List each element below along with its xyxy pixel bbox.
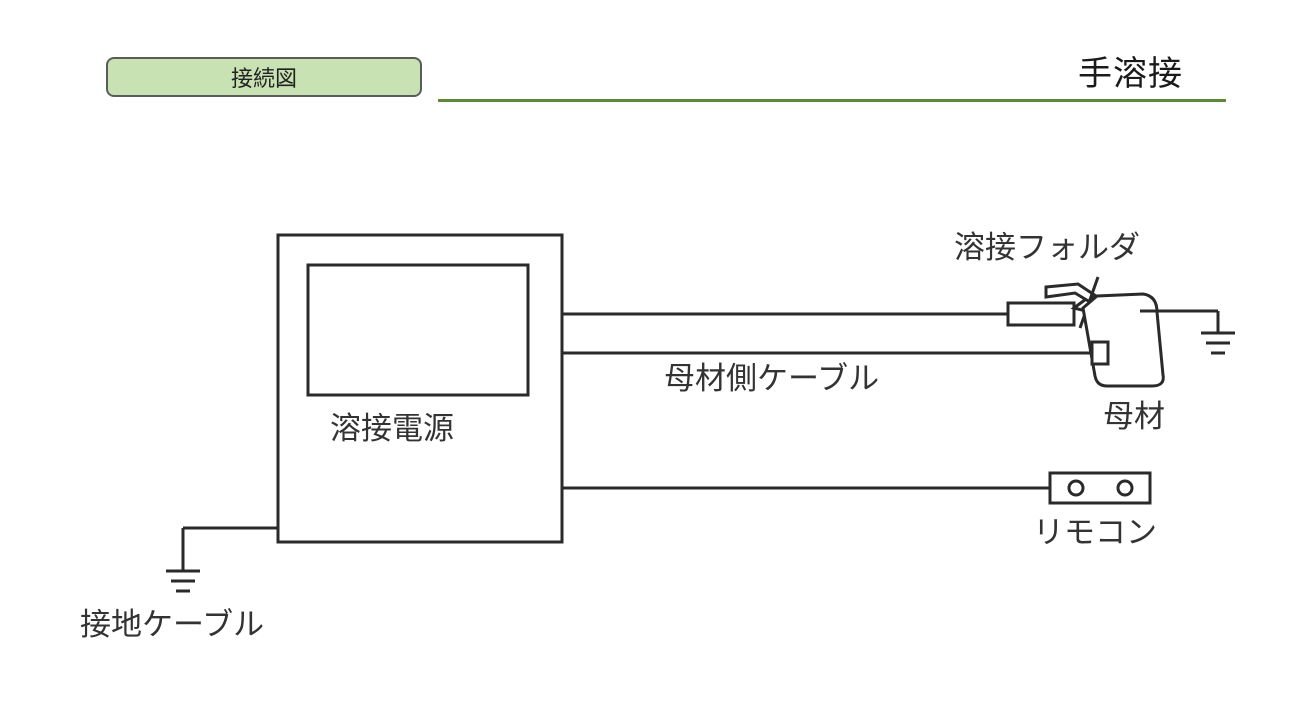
ground-cable-label: 接地ケーブル	[80, 607, 265, 643]
work-clamp	[1090, 340, 1110, 366]
section-tab: 接続図	[106, 57, 422, 97]
holder-label: 溶接フォルダ	[954, 230, 1140, 266]
power-source-ground-icon	[166, 526, 278, 593]
heading-underline	[438, 99, 1226, 102]
base-metal-label: 母材	[1103, 399, 1165, 435]
remote-label: リモコン	[1033, 515, 1157, 551]
power-source-box	[276, 233, 564, 544]
work-cable-label: 母材側ケーブル	[664, 361, 880, 397]
section-tab-label: 接続図	[230, 67, 297, 92]
page-title: 手溶接	[1078, 54, 1183, 94]
remote-control-icon	[1048, 471, 1152, 505]
base-metal-ground-icon	[1140, 309, 1235, 355]
base-metal-icon	[1081, 292, 1165, 388]
power-source-panel	[306, 263, 530, 397]
power-source-label: 溶接電源	[330, 411, 454, 447]
